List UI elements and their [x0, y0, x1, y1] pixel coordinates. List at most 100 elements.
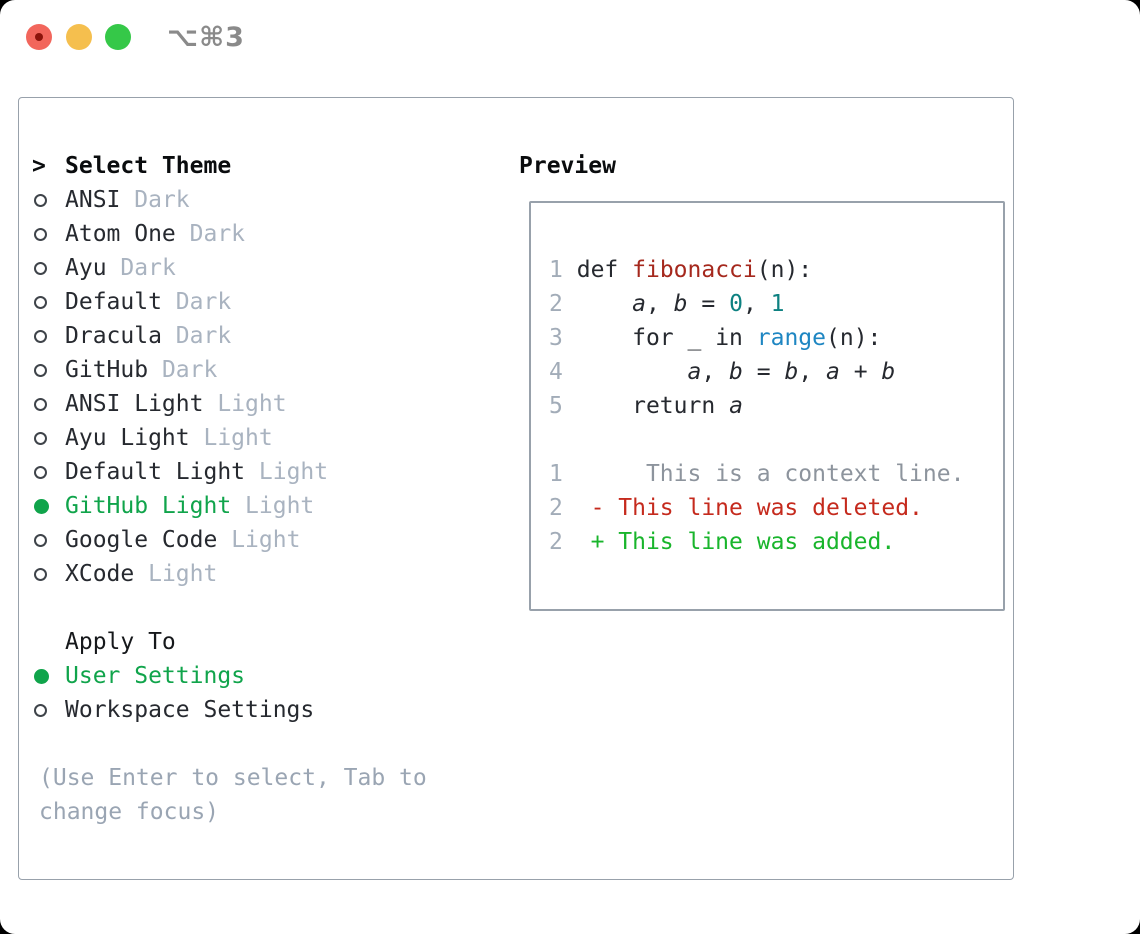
theme-item-name: GitHub	[65, 357, 149, 383]
theme-item-ansi-light-light[interactable]: ANSI Light Light	[32, 387, 474, 421]
diff-text: + This line was added.	[590, 529, 896, 555]
apply-option-workspace-settings[interactable]: Workspace Settings	[32, 693, 474, 727]
diff-line: 2 - This line was deleted.	[549, 491, 1003, 525]
radio-icon	[34, 261, 47, 275]
theme-item-tag: Dark	[175, 323, 232, 349]
radio-icon	[34, 567, 47, 581]
theme-item-default-light-light[interactable]: Default Light Light	[32, 455, 474, 489]
diff-gap	[563, 461, 646, 487]
theme-item-tag: Dark	[120, 255, 176, 281]
code-token	[715, 393, 729, 419]
theme-item-xcode-light[interactable]: XCode Light	[32, 557, 474, 591]
theme-item-tag: Light	[217, 391, 287, 417]
theme-item-ayu-light-light[interactable]: Ayu Light Light	[32, 421, 474, 455]
theme-item-tag: Dark	[189, 221, 246, 247]
diff-text: This is a context line.	[645, 461, 965, 487]
zoom-button[interactable]	[105, 24, 131, 50]
theme-item-github-light-light[interactable]: GitHub Light Light	[32, 489, 474, 523]
select-theme-header: > Select Theme	[32, 149, 474, 183]
code-token: a	[687, 359, 702, 385]
code-token: for	[632, 325, 674, 351]
code-token: b	[784, 359, 799, 385]
code-token: _	[673, 325, 716, 351]
code-token: (n):	[826, 325, 882, 351]
close-modified-dot-icon	[35, 33, 43, 41]
diff-gap	[563, 529, 591, 555]
code-line: 3 for _ in range(n):	[549, 321, 1003, 355]
line-number: 2	[549, 495, 563, 521]
code-token	[743, 325, 757, 351]
theme-item-atom-one-dark[interactable]: Atom One Dark	[32, 217, 474, 251]
code-token: fibonacci	[632, 257, 757, 283]
code-token: 0	[729, 291, 743, 317]
theme-item-ayu-dark[interactable]: Ayu Dark	[32, 251, 474, 285]
code-line: 5 return a	[549, 389, 1003, 423]
theme-item-name: Atom One	[65, 221, 176, 247]
line-number: 4	[549, 359, 563, 385]
minimize-button[interactable]	[66, 24, 92, 50]
theme-item-tag: Light	[258, 459, 329, 485]
code-line: 1 def fibonacci(n):	[549, 253, 1003, 287]
theme-item-name: Dracula	[65, 323, 162, 349]
apply-option-label: User Settings	[65, 663, 246, 689]
line-number: 1	[549, 461, 563, 487]
titlebar: ⌥⌘3	[0, 0, 1140, 74]
theme-item-name: ANSI Light	[65, 391, 204, 417]
apply-to-title: Apply To	[65, 629, 176, 655]
theme-item-name: GitHub Light	[65, 493, 232, 519]
code-token	[563, 325, 632, 351]
code-token: =	[687, 291, 730, 317]
code-token: (n):	[756, 257, 813, 283]
close-button[interactable]	[26, 24, 52, 50]
code-token: range	[756, 325, 827, 351]
diff-line: 1 This is a context line.	[549, 457, 1003, 491]
apply-option-user-settings[interactable]: User Settings	[32, 659, 474, 693]
theme-item-tag: Dark	[161, 357, 218, 383]
code-token: =	[742, 359, 785, 385]
radio-selected-icon	[34, 498, 49, 514]
select-theme-title: Select Theme	[65, 153, 232, 179]
apply-option-label: Workspace Settings	[65, 697, 315, 723]
preview-section: Preview 1 def fibonacci(n):2 a, b = 0, 1…	[501, 149, 1005, 611]
code-token	[563, 291, 632, 317]
code-token: 1	[770, 291, 785, 317]
code-token: b	[881, 359, 896, 385]
theme-item-name: Ayu	[65, 255, 107, 281]
code-token: b	[673, 291, 688, 317]
code-token: def	[576, 257, 619, 283]
preview-header: Preview	[519, 149, 1005, 183]
line-number: 3	[549, 325, 563, 351]
theme-item-tag: Light	[148, 561, 218, 587]
radio-icon	[34, 397, 47, 411]
line-number: 2	[549, 291, 563, 317]
code-token: ,	[742, 291, 771, 317]
spacer	[32, 591, 474, 625]
radio-icon	[34, 227, 47, 241]
diff-preview: 1 This is a context line.2 - This line w…	[549, 457, 1003, 559]
radio-icon	[34, 431, 47, 445]
code-line: 2 a, b = 0, 1	[549, 287, 1003, 321]
theme-item-dracula-dark[interactable]: Dracula Dark	[32, 319, 474, 353]
code-token: return	[632, 393, 716, 419]
diff-gap	[563, 495, 591, 521]
radio-selected-icon	[34, 668, 49, 684]
spacer	[32, 727, 474, 761]
theme-item-google-code-light[interactable]: Google Code Light	[32, 523, 474, 557]
window-title: ⌥⌘3	[167, 22, 245, 53]
code-token	[618, 257, 632, 283]
theme-item-default-dark[interactable]: Default Dark	[32, 285, 474, 319]
theme-item-github-dark[interactable]: GitHub Dark	[32, 353, 474, 387]
code-token: a	[826, 359, 840, 385]
code-token	[563, 359, 688, 385]
apply-to-header: Apply To	[32, 625, 474, 659]
code-token	[563, 393, 632, 419]
blank-line	[549, 423, 1003, 457]
theme-item-tag: Light	[231, 527, 301, 553]
diff-text: - This line was deleted.	[590, 495, 923, 521]
radio-icon	[34, 295, 47, 309]
theme-item-ansi-dark[interactable]: ANSI Dark	[32, 183, 474, 217]
code-token: ,	[645, 291, 674, 317]
